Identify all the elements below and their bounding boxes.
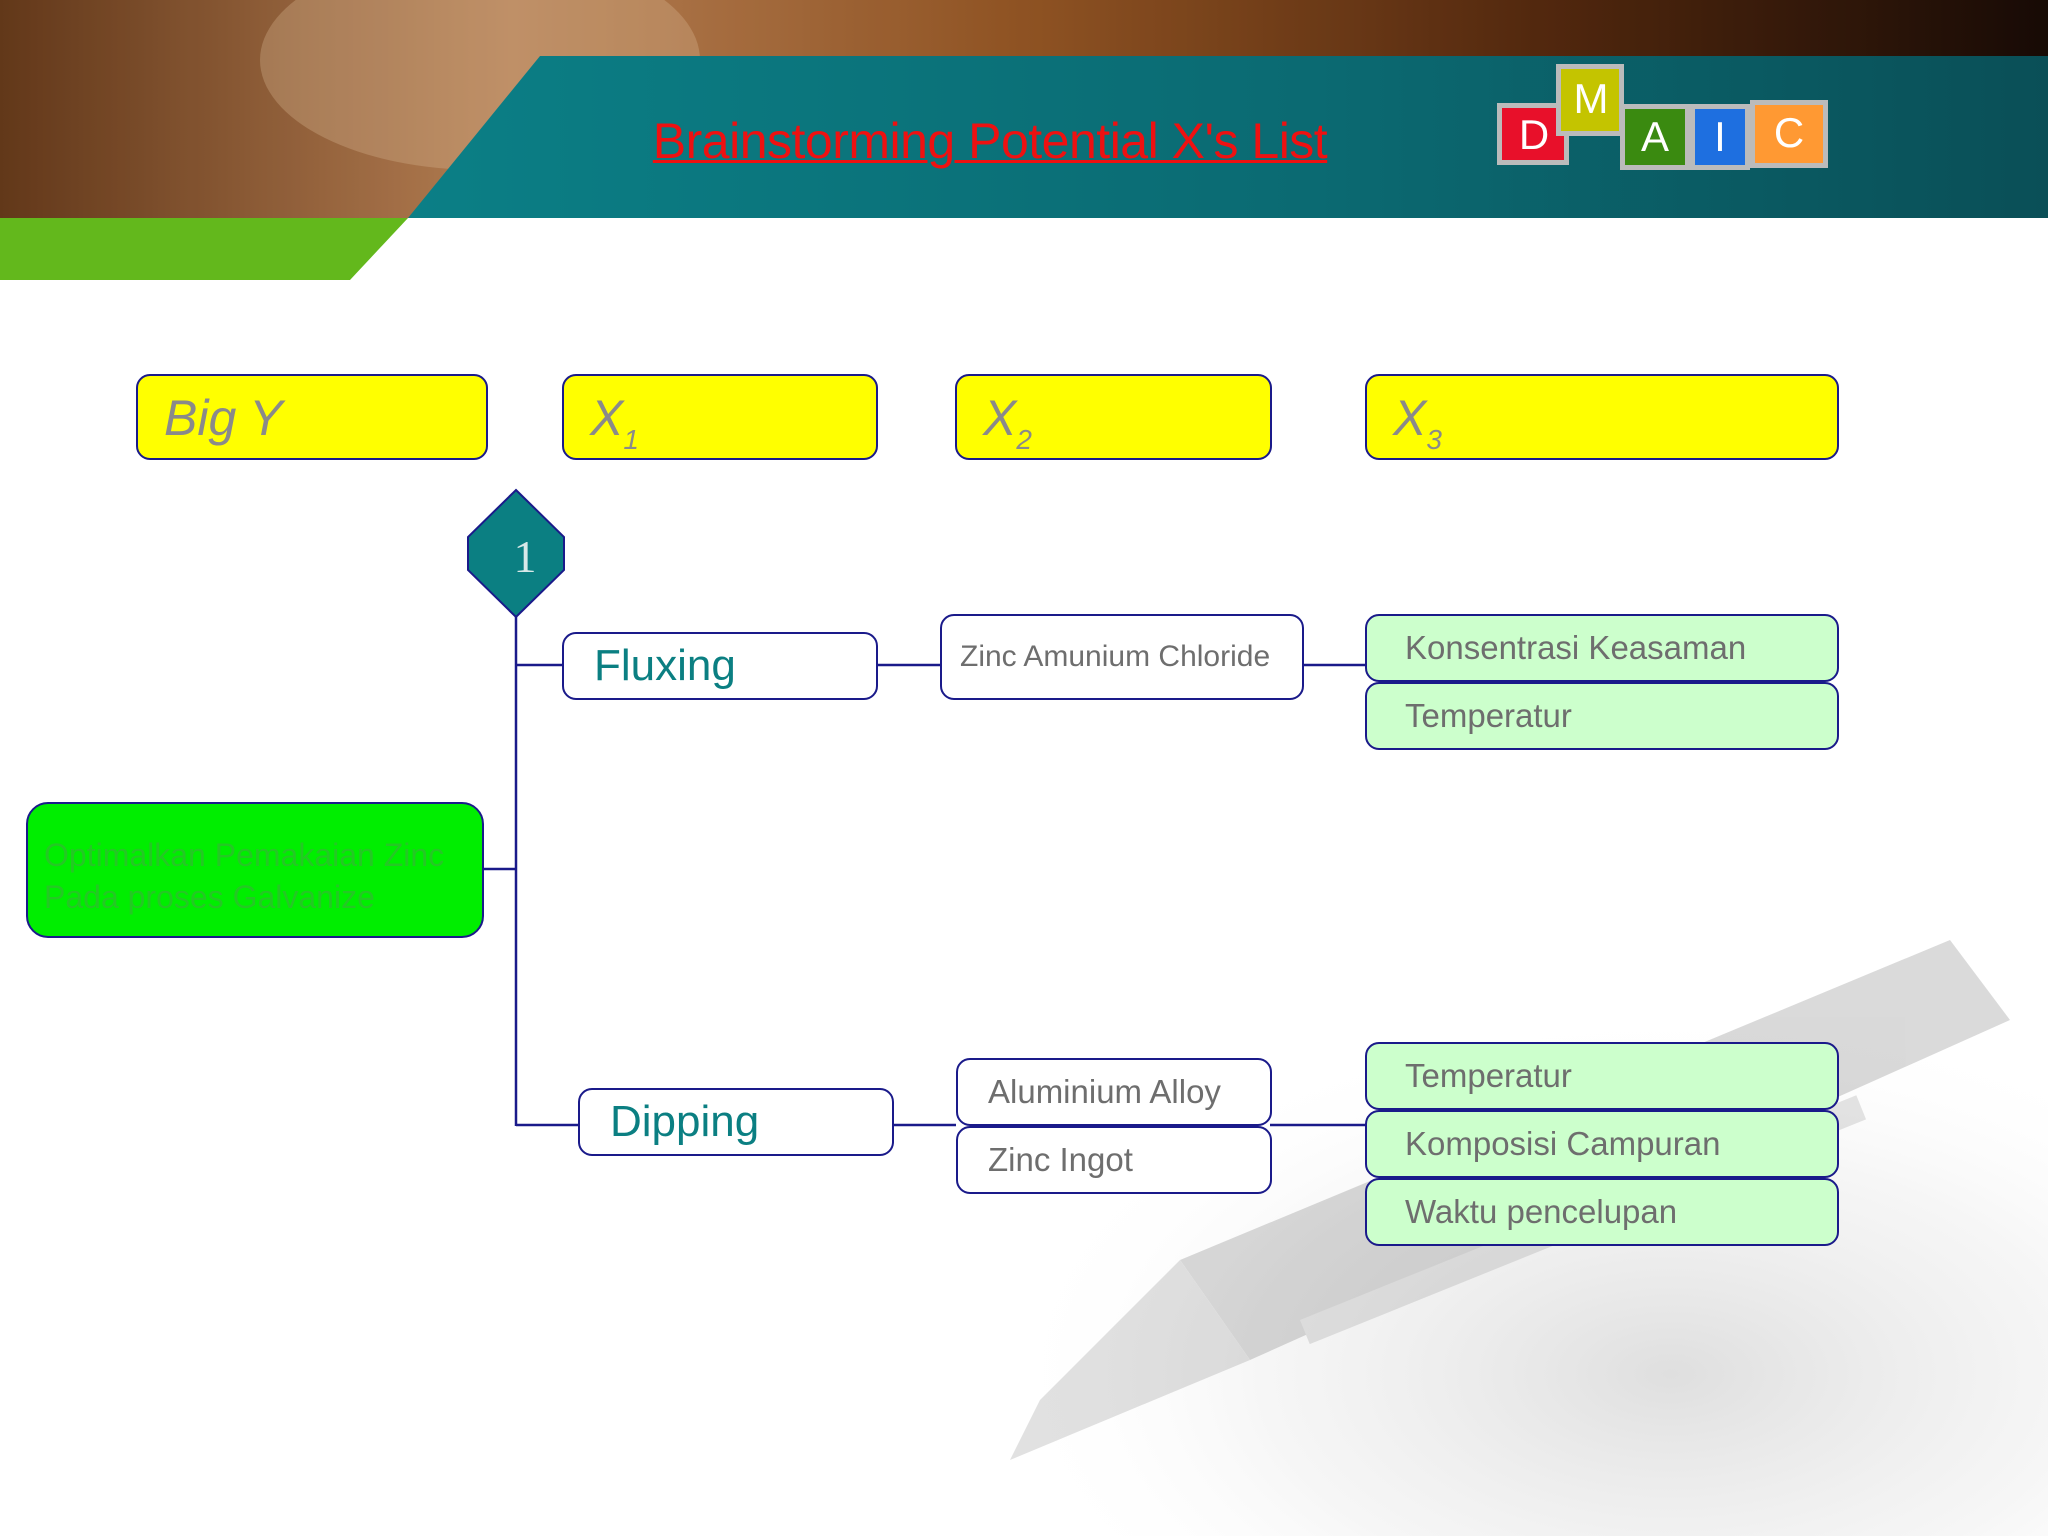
x3-box-temperatur-2: Temperatur [1365,1042,1839,1110]
x1-box-fluxing: Fluxing [562,632,878,700]
header-x3: X3 [1365,374,1839,460]
logo-letter-m: M [1573,75,1609,122]
x2-box-zinc-ingot-label: Zinc Ingot [988,1141,1133,1178]
logo-letter-c: C [1773,109,1805,156]
x3-box-temperatur-1: Temperatur [1365,682,1839,750]
header-x2-base: X [983,390,1017,446]
x1-box-fluxing-label: Fluxing [594,641,736,690]
x2-box-zinc-ingot: Zinc Ingot [956,1126,1272,1194]
x3-box-komposisi-campuran-label: Komposisi Campuran [1405,1125,1721,1162]
header-x1-base: X [590,390,624,446]
header-x1-sub: 1 [623,424,639,455]
header-x2-sub: 2 [1016,424,1032,455]
title-banner [408,56,2048,218]
step-number: 1 [513,531,537,582]
big-y-line-1: Optimalkan Pemakaian Zinc [44,837,445,873]
header-x2: X2 [955,374,1272,460]
x3-box-konsentrasi-keasaman-label: Konsentrasi Keasaman [1405,629,1747,666]
x3-box-temperatur-2-label: Temperatur [1405,1057,1572,1094]
slide-title: Brainstorming Potential X's List [652,113,1328,169]
logo-letter-a: A [1640,113,1669,160]
header-x1: X1 [562,374,878,460]
dmaic-logo [1497,64,1828,170]
header-big-y: Big Y [136,374,488,460]
header-x3-sub: 3 [1426,424,1442,455]
logo-letter-d: D [1518,111,1550,158]
x3-box-konsentrasi-keasaman: Konsentrasi Keasaman [1365,614,1839,682]
header-x3-base: X [1393,390,1427,446]
x1-box-dipping: Dipping [578,1088,894,1156]
logo-letter-i: I [1714,113,1726,160]
x2-box-aluminium-alloy-label: Aluminium Alloy [988,1073,1221,1110]
x2-box-zinc-amunium-chloride: Zinc Amunium Chloride [940,614,1304,700]
x3-box-waktu-pencelupan-label: Waktu pencelupan [1405,1193,1678,1230]
connectors [484,612,1366,1127]
x3-box-komposisi-campuran: Komposisi Campuran [1365,1110,1839,1178]
x2-box-zinc-amunium-chloride-label: Zinc Amunium Chloride [960,640,1271,673]
green-accent-bar [0,218,408,280]
step-diamond [467,488,565,619]
big-y-line-2: Pada proses Galvanize [44,879,375,915]
x1-box-dipping-label: Dipping [610,1097,760,1146]
x3-box-waktu-pencelupan: Waktu pencelupan [1365,1178,1839,1246]
header-big-y-label: Big Y [164,390,283,446]
x2-box-aluminium-alloy: Aluminium Alloy [956,1058,1272,1126]
big-y-box: Optimalkan Pemakaian Zinc Pada proses Ga… [26,802,484,938]
x3-box-temperatur-1-label: Temperatur [1405,697,1572,734]
